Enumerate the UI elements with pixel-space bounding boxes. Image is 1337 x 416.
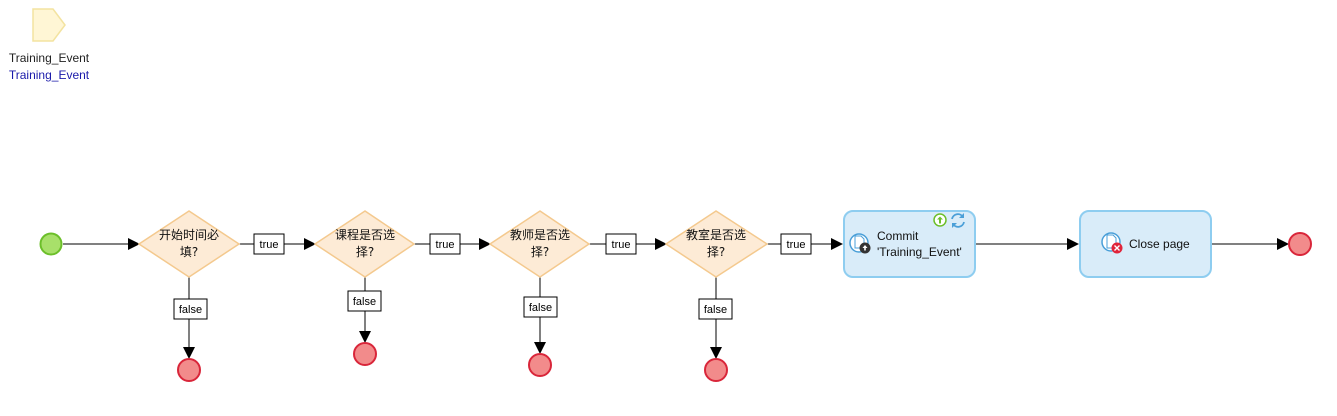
- decision-4-caption-line1: 教室是否选: [686, 227, 746, 242]
- end-event-1[interactable]: [177, 358, 201, 382]
- decision-2-diamond: [313, 210, 416, 278]
- decision-1[interactable]: 开始时间必 填?: [137, 210, 241, 278]
- false-label-4-box: [698, 298, 733, 320]
- true-label-2-box: [429, 233, 461, 255]
- decision-4[interactable]: 教室是否选 择?: [664, 210, 769, 278]
- true-label-4-text: true: [787, 239, 806, 251]
- true-label-2[interactable]: true: [429, 233, 461, 255]
- decision-1-caption-line2: 填?: [180, 245, 198, 259]
- decision-2[interactable]: 课程是否选 择?: [313, 210, 416, 278]
- parameter-icon: [32, 8, 66, 42]
- end-event-4[interactable]: [704, 358, 728, 382]
- false-label-1-box: [173, 298, 208, 320]
- refresh-icon: [951, 213, 965, 228]
- decision-1-diamond: [137, 210, 241, 278]
- decision-4-caption-line2: 择?: [707, 245, 725, 259]
- true-label-3-box: [605, 233, 637, 255]
- commit-activity[interactable]: Commit 'Training_Event': [843, 210, 976, 278]
- start-event[interactable]: [39, 232, 63, 256]
- end-event-3[interactable]: [528, 353, 552, 377]
- true-label-3[interactable]: true: [605, 233, 637, 255]
- false-label-4[interactable]: false: [698, 298, 733, 320]
- decision-1-caption-line1: 开始时间必: [159, 228, 219, 242]
- true-label-1[interactable]: true: [253, 233, 285, 255]
- decision-3-caption-line2: 择?: [531, 245, 549, 259]
- parameter-type: Training_Event: [8, 68, 90, 82]
- false-label-1[interactable]: false: [173, 298, 208, 320]
- end-event-main[interactable]: [1288, 232, 1312, 256]
- close-page-icon: [1101, 232, 1123, 254]
- commit-activity-line2: 'Training_Event': [877, 245, 962, 259]
- parameter-name: Training_Event: [8, 51, 90, 65]
- false-label-3-text: false: [529, 302, 552, 314]
- close-page-activity-box: [1079, 210, 1212, 278]
- true-label-2-text: true: [436, 239, 455, 251]
- false-label-2-box: [347, 290, 382, 312]
- false-sequence-flows: [183, 277, 722, 359]
- false-label-2[interactable]: false: [347, 290, 382, 312]
- true-label-4[interactable]: true: [780, 233, 812, 255]
- commit-object-icon: [849, 233, 871, 254]
- false-label-3[interactable]: false: [523, 296, 558, 318]
- true-label-1-text: true: [260, 239, 279, 251]
- decision-4-diamond: [664, 210, 769, 278]
- decision-3[interactable]: 教师是否选 择?: [488, 210, 591, 278]
- commit-activity-box: [843, 210, 976, 278]
- end-event-2[interactable]: [353, 342, 377, 366]
- close-page-activity-label: Close page: [1129, 237, 1190, 251]
- decision-3-diamond: [488, 210, 591, 278]
- true-label-1-box: [253, 233, 285, 255]
- false-label-3-box: [523, 296, 558, 318]
- microflow-parameter[interactable]: Training_Event Training_Event: [8, 8, 90, 82]
- true-label-3-text: true: [612, 239, 631, 251]
- decision-2-caption-line1: 课程是否选: [335, 227, 395, 242]
- with-events-icon: [933, 213, 947, 227]
- commit-activity-line1: Commit: [877, 229, 919, 243]
- false-label-2-text: false: [353, 296, 376, 308]
- true-label-4-box: [780, 233, 812, 255]
- decision-3-caption-line1: 教师是否选: [510, 227, 570, 242]
- decision-2-caption-line2: 择?: [356, 245, 374, 259]
- close-page-activity[interactable]: Close page: [1079, 210, 1212, 278]
- false-label-4-text: false: [704, 304, 727, 316]
- false-label-1-text: false: [179, 304, 202, 316]
